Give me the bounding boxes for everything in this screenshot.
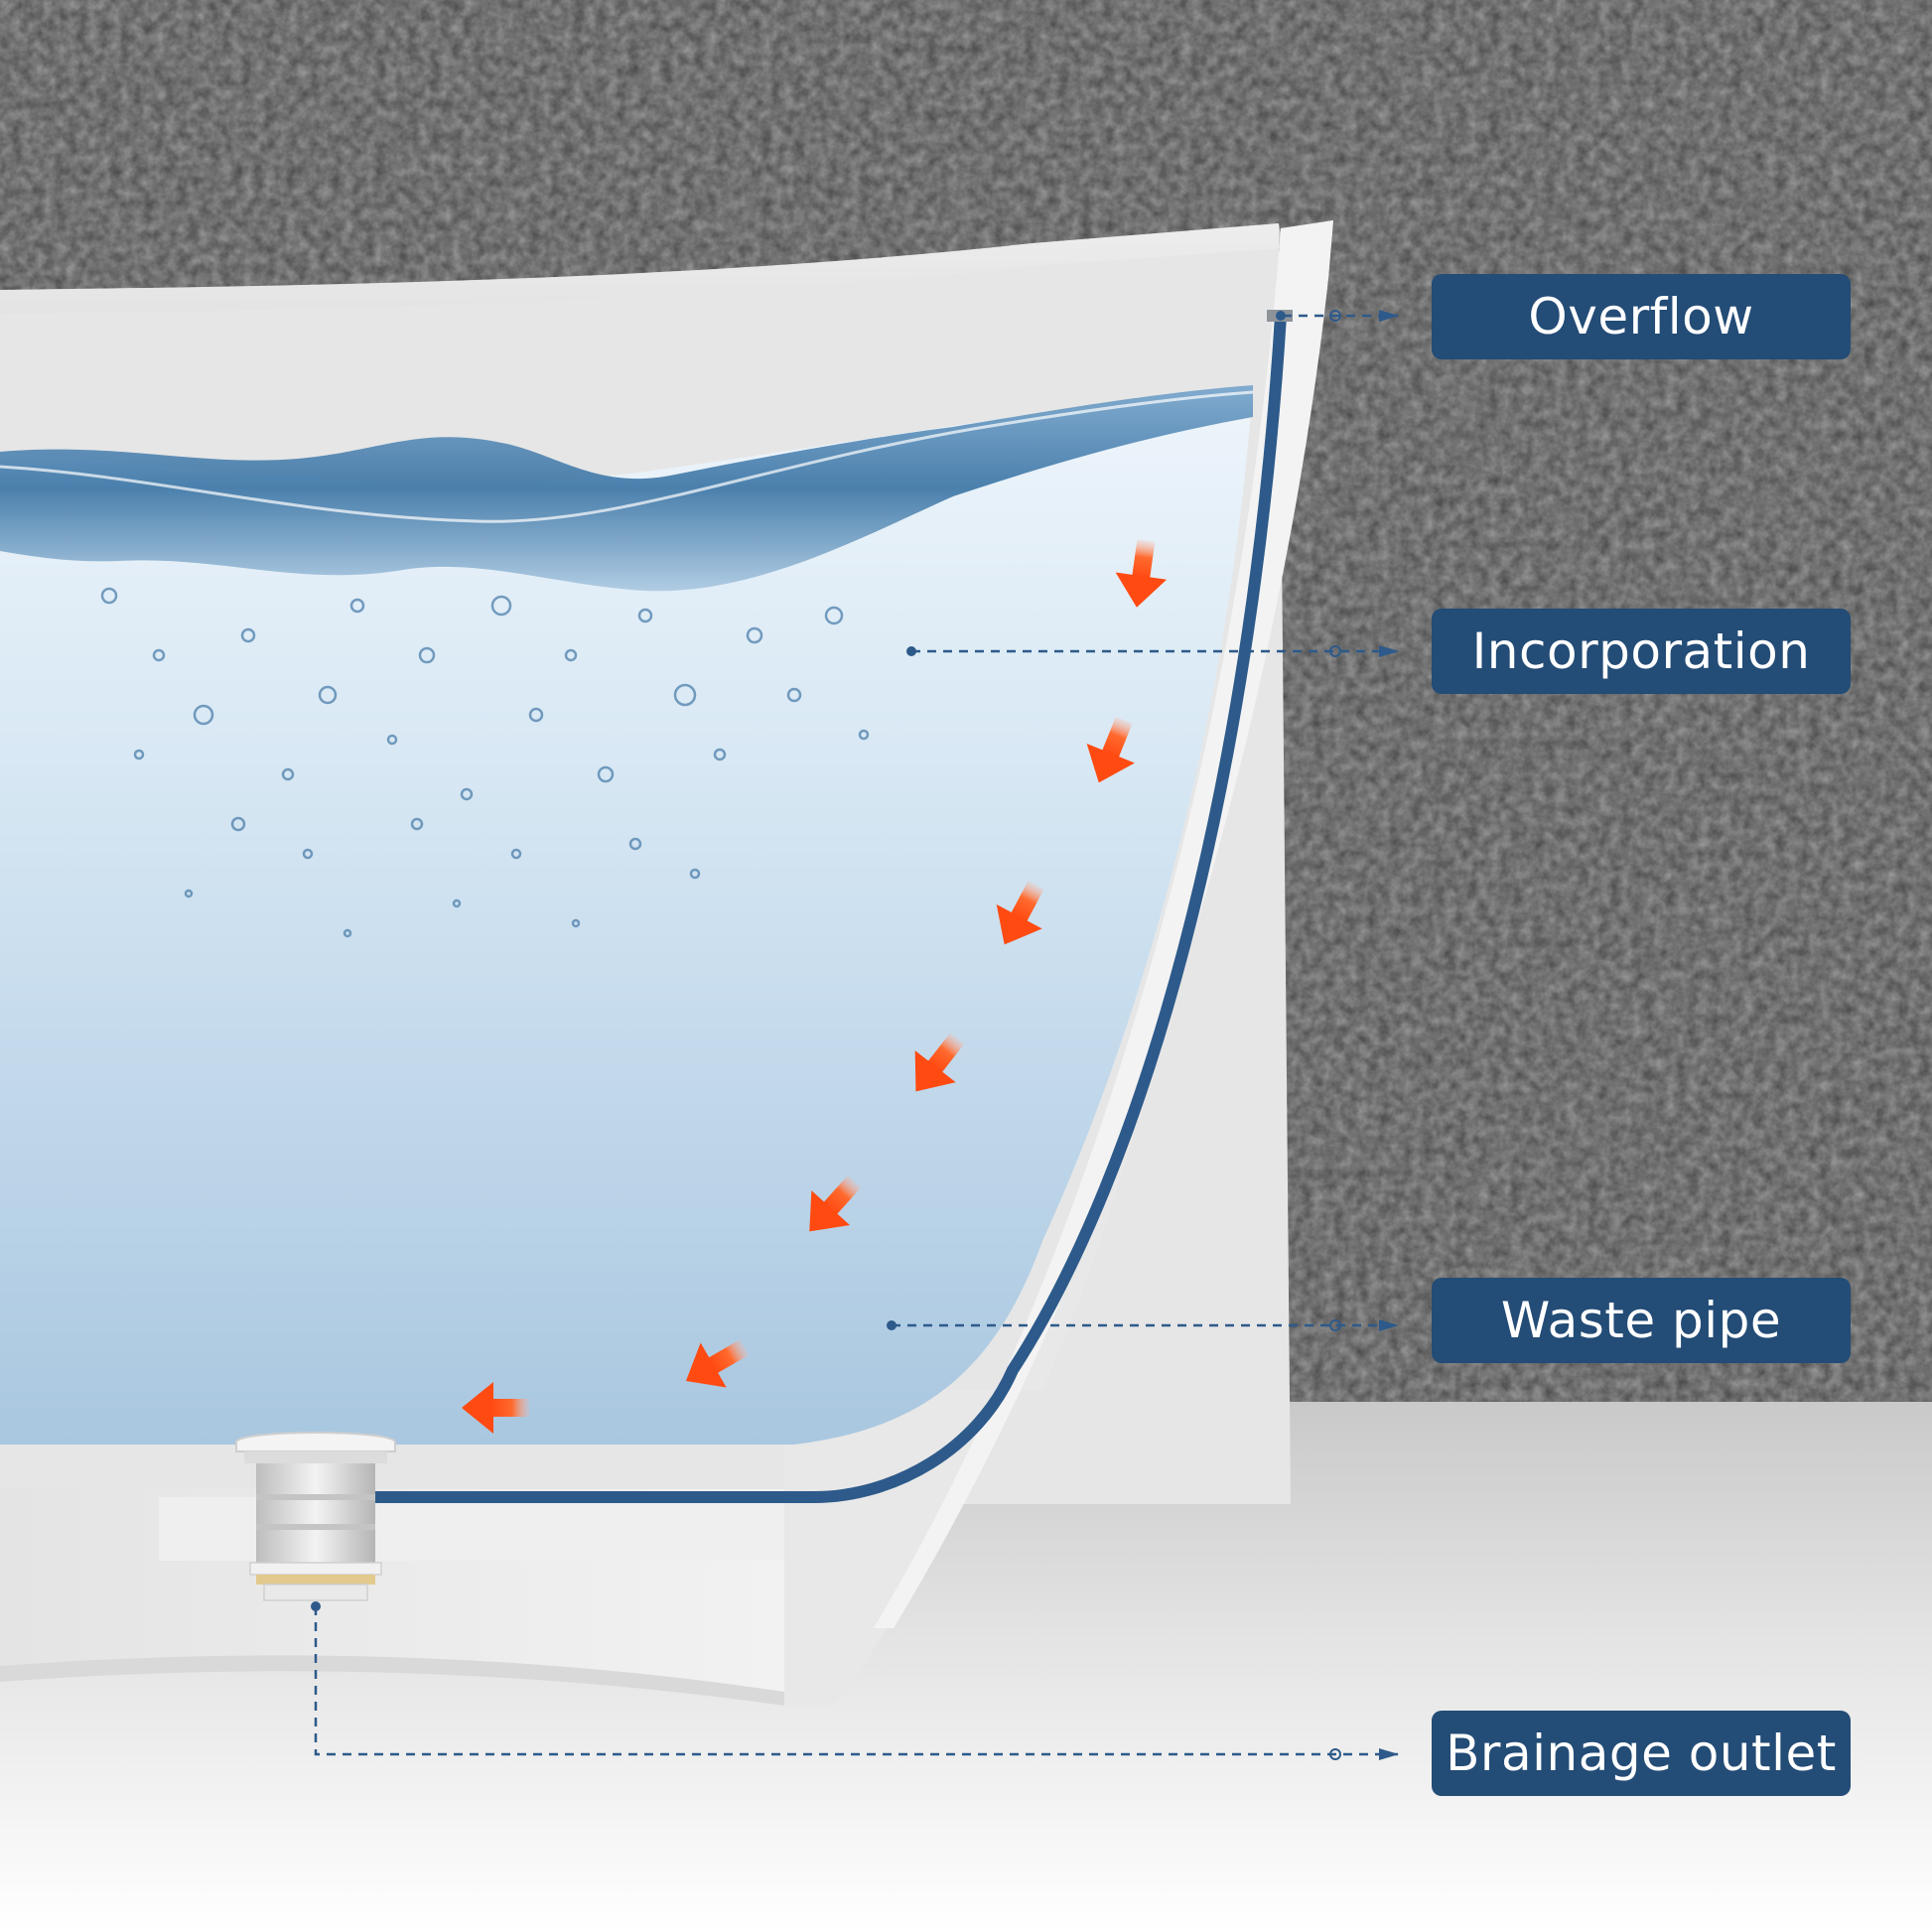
down-left-arrow-icon (685, 1339, 750, 1388)
water-surface-wave (0, 385, 1253, 592)
brainage-outlet-label: Brainage outlet (1432, 1711, 1851, 1796)
down-left-arrow-icon (1086, 716, 1135, 783)
leader-dots (311, 310, 1341, 1760)
incorporation-label-text: Incorporation (1471, 622, 1811, 680)
down-left-arrow-icon (1115, 539, 1168, 608)
water (0, 385, 1253, 1445)
water-body (0, 385, 1254, 1445)
waste-pipe-label: Waste pipe (1432, 1278, 1851, 1363)
waste-pipe (352, 315, 1287, 1503)
pop-up-drain-icon (235, 1432, 396, 1601)
waste-pipe-label-text: Waste pipe (1500, 1292, 1782, 1349)
down-left-arrow-icon (996, 881, 1044, 945)
leader-lines (314, 310, 1399, 1760)
water-surface-highlight (0, 390, 1254, 523)
tub-underside-shadow (0, 1655, 784, 1706)
tub-inner-floor-step (159, 1497, 784, 1561)
overflow-label-text: Overflow (1528, 288, 1754, 345)
brainage-outlet-label-text: Brainage outlet (1446, 1725, 1837, 1782)
left-arrow-icon (462, 1382, 529, 1434)
flow-arrows (462, 539, 1168, 1434)
tub-wall-highlight (874, 220, 1333, 1628)
leader-brainage-outlet (314, 1606, 1399, 1760)
incorporation-label: Incorporation (1432, 609, 1851, 694)
down-left-arrow-icon (914, 1033, 965, 1092)
overflow-label: Overflow (1432, 274, 1851, 359)
tub-rim-band (0, 223, 1283, 314)
bubbles (100, 587, 870, 938)
down-left-arrow-icon (809, 1174, 862, 1232)
